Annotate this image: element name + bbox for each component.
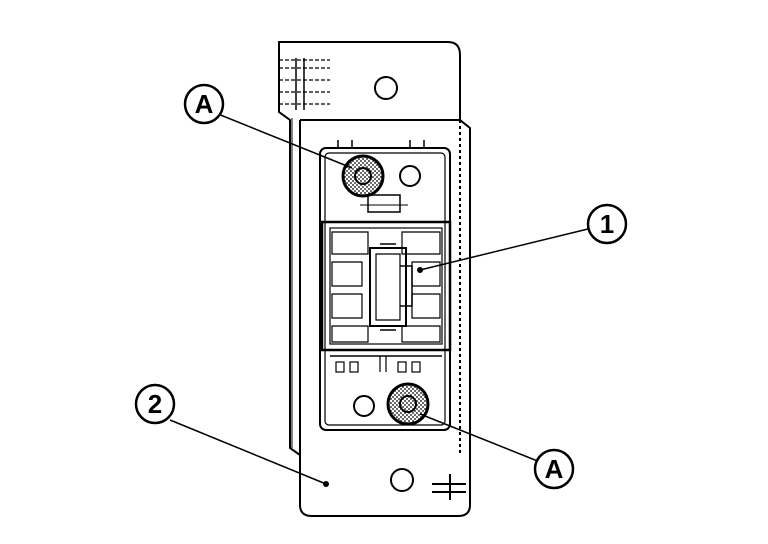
leader-a-bottom	[419, 413, 541, 463]
svg-text:A: A	[545, 454, 564, 484]
bracket-hole-top	[374, 76, 398, 100]
callout-a-top: A	[183, 83, 225, 125]
bracket	[278, 41, 471, 517]
bolt-top	[341, 154, 385, 198]
leader-lines	[169, 113, 593, 485]
unit-hole-top	[399, 165, 421, 187]
leader-one	[419, 227, 593, 271]
svg-text:2: 2	[148, 389, 162, 419]
unit-hole-bottom	[353, 395, 375, 417]
bolt-bottom	[386, 382, 430, 426]
callout-a-bottom: A	[533, 448, 575, 490]
bracket-hole-bottom	[390, 468, 414, 492]
callout-two: 2	[134, 383, 176, 425]
leader-a-top	[217, 113, 353, 169]
svg-text:1: 1	[600, 209, 614, 239]
svg-text:A: A	[195, 89, 214, 119]
unit	[319, 140, 452, 431]
callout-one: 1	[586, 203, 628, 245]
leader-two	[169, 419, 327, 485]
